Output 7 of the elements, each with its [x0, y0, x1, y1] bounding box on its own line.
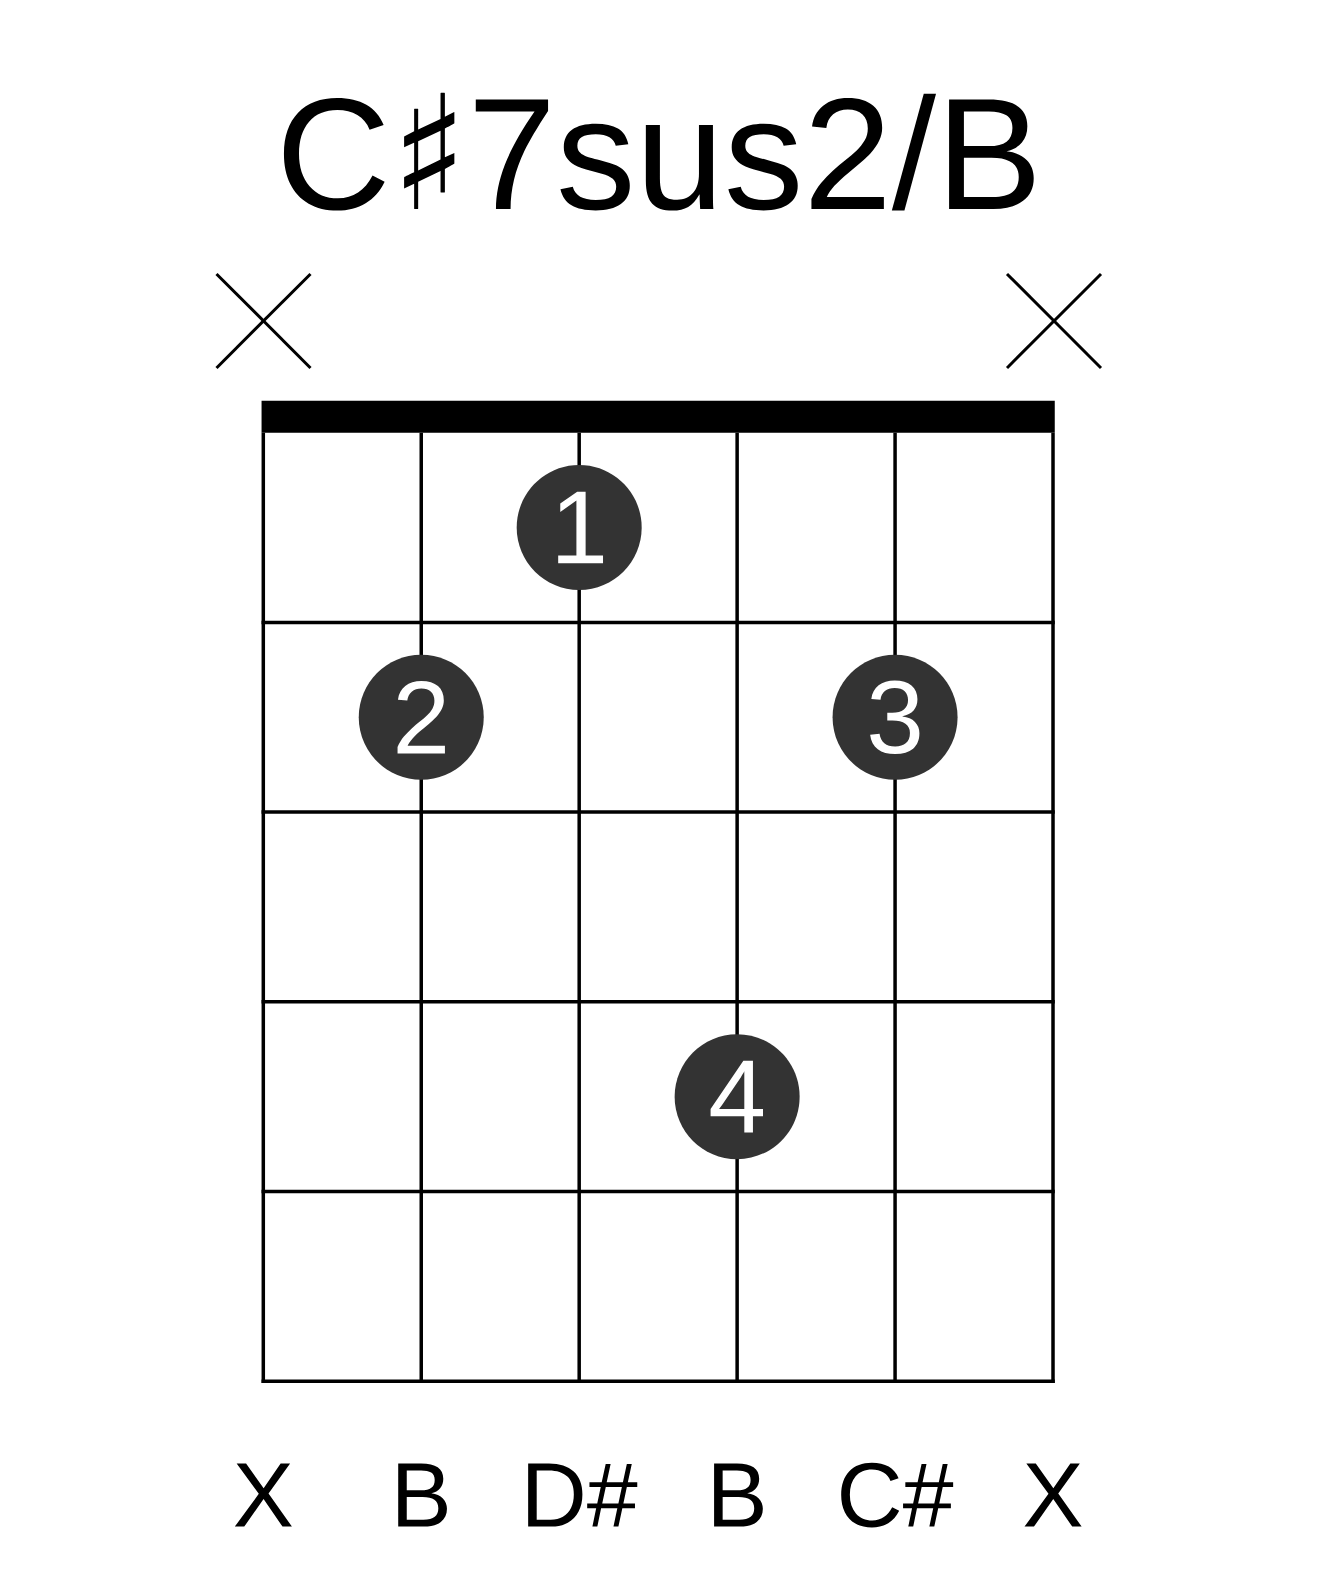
note-label: C# — [841, 1462, 954, 1528]
note-label: B — [398, 1463, 447, 1527]
note-label: X — [234, 1463, 292, 1527]
chord-title: C♯7sus2/B — [283, 92, 1034, 211]
note-label: X — [1024, 1463, 1082, 1527]
note-label: D# — [528, 1463, 638, 1527]
note-label: B — [714, 1463, 763, 1527]
